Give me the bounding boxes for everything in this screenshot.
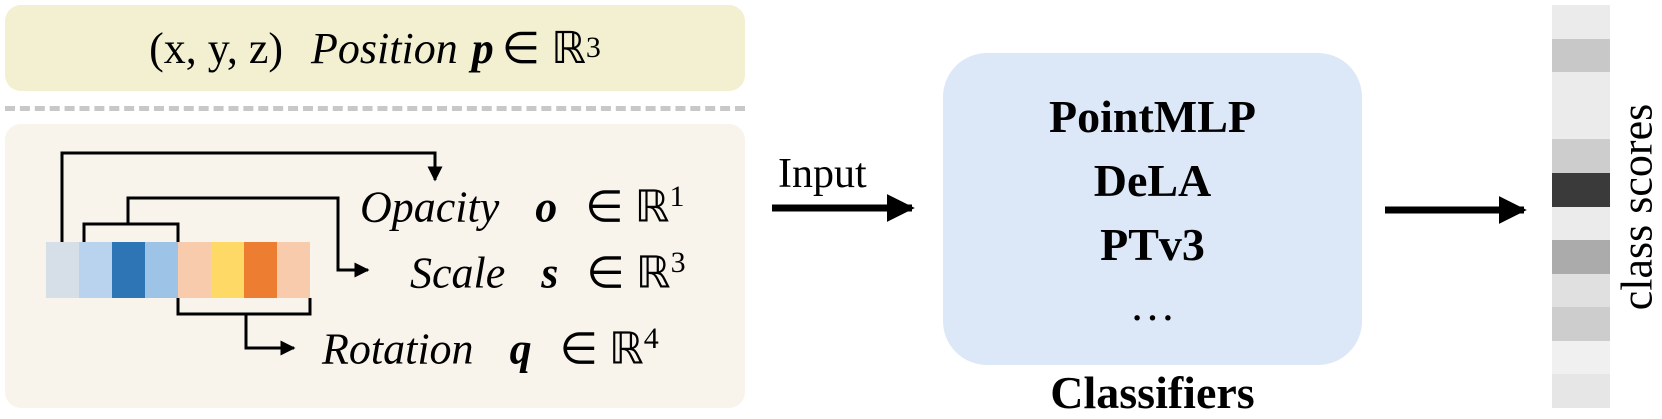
rotation-dim: 4 xyxy=(644,322,659,355)
opacity-set: ∈ ℝ xyxy=(585,183,669,232)
classifier-item-ellipsis: … xyxy=(943,278,1362,331)
class-score-cell xyxy=(1552,173,1610,207)
class-scores-label-wrap: class scores xyxy=(1612,5,1662,408)
scale-name: Scale xyxy=(410,249,505,298)
scale-set: ∈ ℝ xyxy=(586,249,670,298)
scale-dim: 3 xyxy=(671,246,686,279)
class-score-cell xyxy=(1552,240,1610,274)
class-score-cell xyxy=(1552,274,1610,308)
scale-symbol: s xyxy=(541,249,558,298)
feature-cell xyxy=(112,242,145,298)
class-score-cell xyxy=(1552,374,1610,408)
class-score-cell xyxy=(1552,72,1610,106)
feature-cell xyxy=(79,242,112,298)
opacity-symbol: o xyxy=(535,183,557,232)
class-score-cell xyxy=(1552,207,1610,241)
classifier-item: PointMLP xyxy=(943,90,1362,143)
class-scores-label: class scores xyxy=(1612,103,1662,310)
classifier-item: DeLA xyxy=(943,154,1362,207)
feature-cell xyxy=(145,242,178,298)
classifier-item: PTv3 xyxy=(943,218,1362,271)
rotation-bracket xyxy=(178,298,310,314)
feature-cell xyxy=(46,242,79,298)
feature-cell xyxy=(244,242,277,298)
classifiers-title: Classifiers xyxy=(943,366,1362,419)
rotation-symbol: q xyxy=(510,325,532,374)
attribute-scale: Scale s ∈ ℝ3 xyxy=(410,246,686,299)
class-score-cell xyxy=(1552,39,1610,73)
attribute-opacity: Opacity o ∈ ℝ1 xyxy=(360,180,684,233)
class-score-cell xyxy=(1552,5,1610,39)
class-score-cell xyxy=(1552,106,1610,140)
scale-bracket xyxy=(84,224,178,242)
class-score-column xyxy=(1552,5,1610,408)
rotation-name: Rotation xyxy=(322,325,474,374)
feature-cell xyxy=(178,242,211,298)
attribute-rotation: Rotation q ∈ ℝ4 xyxy=(322,322,659,375)
rotation-set: ∈ ℝ xyxy=(560,325,644,374)
input-label: Input xyxy=(778,150,867,198)
opacity-name: Opacity xyxy=(360,183,499,232)
feature-cell xyxy=(277,242,310,298)
class-score-cell xyxy=(1552,307,1610,341)
feature-cell xyxy=(211,242,244,298)
class-score-cell xyxy=(1552,341,1610,375)
rotation-connector xyxy=(246,314,294,348)
opacity-dim: 1 xyxy=(669,180,684,213)
class-score-cell xyxy=(1552,139,1610,173)
